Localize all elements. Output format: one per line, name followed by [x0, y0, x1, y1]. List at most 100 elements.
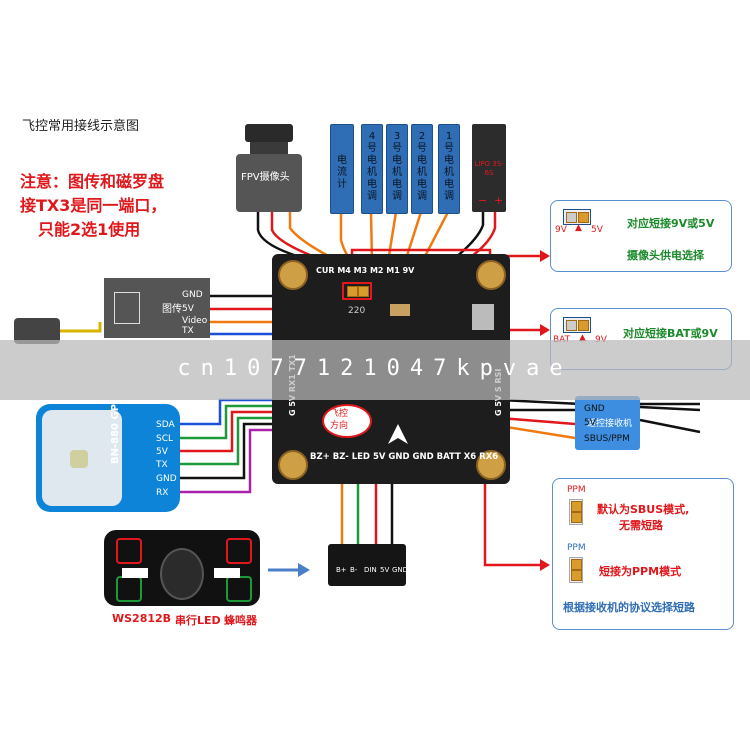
fc-mount-hole-tl [278, 260, 308, 290]
ws-caption-3: 蜂鸣器 [224, 614, 257, 627]
motor-2: 2号电机电调 [411, 124, 433, 214]
receiver-module: 遥控接收机 [575, 396, 640, 450]
vtx-pin-5v: 5V [182, 304, 194, 314]
warning-line-3: 只能2选1使用 [38, 220, 141, 239]
vtx-module: 图传 GND 5V Video TX [104, 278, 210, 338]
rx-mode-ppm2: PPM [567, 543, 586, 553]
vtx-power-line1: 对应短接BAT或9V [623, 327, 718, 340]
vtx-power-arrow: ▲ [579, 333, 586, 343]
rx-mode-pads-default [569, 499, 583, 525]
battery-plus: + [494, 194, 504, 207]
connector-pin-4: 5V [380, 566, 390, 574]
wire-m1 [420, 211, 450, 263]
motor-current: 电流计 [330, 124, 354, 214]
vtx-pin-gnd: GND [182, 290, 203, 300]
rx-mode-pads-ppm [569, 557, 583, 583]
battery-minus: − [478, 194, 488, 207]
fc-resistor-label: 220 [348, 306, 366, 316]
camera-lens [245, 124, 293, 142]
camera-power-line2: 摄像头供电选择 [627, 249, 704, 262]
camera-power-panel: 9V ▲ 5V 对应短接9V或5V 摄像头供电选择 [550, 200, 732, 272]
rx-mode-ppm1: PPM [567, 485, 586, 495]
ws-caption-2: 串行LED [175, 614, 221, 627]
fc-mount-hole-bl [278, 450, 308, 480]
rx-mode-line2: 短接为PPM模式 [599, 565, 682, 578]
vtx-label: 图传 [162, 304, 182, 315]
fc-usb-port [472, 304, 494, 330]
motor-4-label: 4号电机电调 [367, 131, 377, 202]
ws-pad-right [214, 568, 240, 578]
connector-pin-3: DIN [364, 566, 377, 574]
motor-current-label: 电流计 [337, 155, 347, 190]
fc-bottom-pins: BZ+ BZ- LED 5V GND GND BATT X6 RX6 [310, 452, 499, 462]
vtx-pin-tx: TX [182, 326, 194, 336]
receiver-pin-5v: 5V [584, 418, 596, 428]
fc-mount-hole-br [476, 450, 506, 480]
led-red-left [116, 538, 142, 564]
gps-pin-scl: SCL [156, 434, 174, 444]
camera-body: FPV摄像头 [236, 154, 302, 212]
rx-mode-line1b: 无需短路 [619, 519, 663, 532]
vtx-antenna [14, 318, 60, 344]
battery: LIPO 3S-6S − + [472, 124, 506, 212]
gps-module: BN-880 GPS SDA SCL 5V TX GND RX [36, 397, 180, 512]
gps-pin-rx: RX [156, 488, 169, 498]
vtx-pin-video: Video [182, 316, 208, 326]
ws-caption-1: WS2812B [112, 612, 172, 625]
led-green-left [116, 576, 142, 602]
motor-1: 1号电机电调 [438, 124, 460, 214]
gps-pin-gnd: GND [156, 474, 177, 484]
gps-pin-sda: SDA [156, 420, 175, 430]
motor-4: 4号电机电调 [361, 124, 383, 214]
warning-line-1: 注意：图传和磁罗盘 [20, 172, 165, 191]
warning-line-2: 接TX3是同一端口， [20, 196, 167, 215]
wire-m4 [369, 211, 374, 263]
connector-pin-2: B- [350, 566, 358, 574]
gps-antenna [42, 410, 122, 506]
rx-mode-panel: PPM 默认为SBUS模式, 无需短路 PPM 短接为PPM模式 根据接收机的协… [552, 478, 734, 630]
fc-chip-label: 飞控 方向 [330, 409, 349, 431]
camera-power-arrow: ▲ [575, 223, 582, 233]
rx-mode-line3: 根据接收机的协议选择短路 [563, 601, 695, 614]
wire-m3 [386, 211, 398, 263]
bottom-connector: B+ B- DIN 5V GND [328, 544, 409, 586]
led-green-right [226, 576, 252, 602]
watermark-text: cn1077121047kpvae [177, 356, 573, 381]
rx-mode-line1a: 默认为SBUS模式, [597, 503, 690, 516]
ws2812-board [104, 530, 260, 606]
ws-pad-left [122, 568, 148, 578]
camera-power-jumper [563, 209, 591, 225]
gps-pin-5v: 5V [156, 447, 168, 457]
motor-3-label: 3号电机电调 [392, 131, 402, 202]
receiver-pin-sbus: SBUS/PPM [584, 434, 630, 444]
battery-label: LIPO 3S-6S [474, 160, 504, 177]
fc-mount-hole-tr [476, 260, 506, 290]
connector-pin-5: GND [392, 566, 409, 574]
fc-capacitor [390, 304, 410, 316]
watermark-band: cn1077121047kpvae [0, 340, 750, 400]
fc-camera-jumper [342, 282, 372, 300]
vtx-power-jumper [563, 317, 591, 333]
camera-power-9v: 9V [555, 225, 567, 235]
motor-2-label: 2号电机电调 [417, 131, 427, 202]
fc-top-pins: CUR M4 M3 M2 M1 9V [316, 266, 415, 275]
led-red-right [226, 538, 252, 564]
camera-label: FPV摄像头 [241, 172, 290, 183]
gps-pin-tx: TX [156, 460, 168, 470]
connector-pin-1: B+ [336, 566, 347, 574]
fc-orientation-badge: 飞控 方向 [322, 404, 372, 438]
camera-neck [250, 142, 288, 154]
receiver-label: 遥控接收机 [587, 419, 633, 429]
fc-arrow-icon [388, 424, 408, 444]
gps-label: BN-880 GPS [110, 396, 121, 464]
motor-3: 3号电机电调 [386, 124, 408, 214]
motor-1-label: 1号电机电调 [444, 131, 454, 202]
diagram-title: 飞控常用接线示意图 [22, 119, 140, 134]
camera-power-line1: 对应短接9V或5V [627, 217, 715, 230]
buzzer [160, 548, 204, 600]
camera-power-5v: 5V [591, 225, 603, 235]
wire-m2 [403, 211, 423, 263]
vtx-chip-icon [114, 292, 140, 324]
receiver-pin-gnd: GND [584, 404, 605, 414]
